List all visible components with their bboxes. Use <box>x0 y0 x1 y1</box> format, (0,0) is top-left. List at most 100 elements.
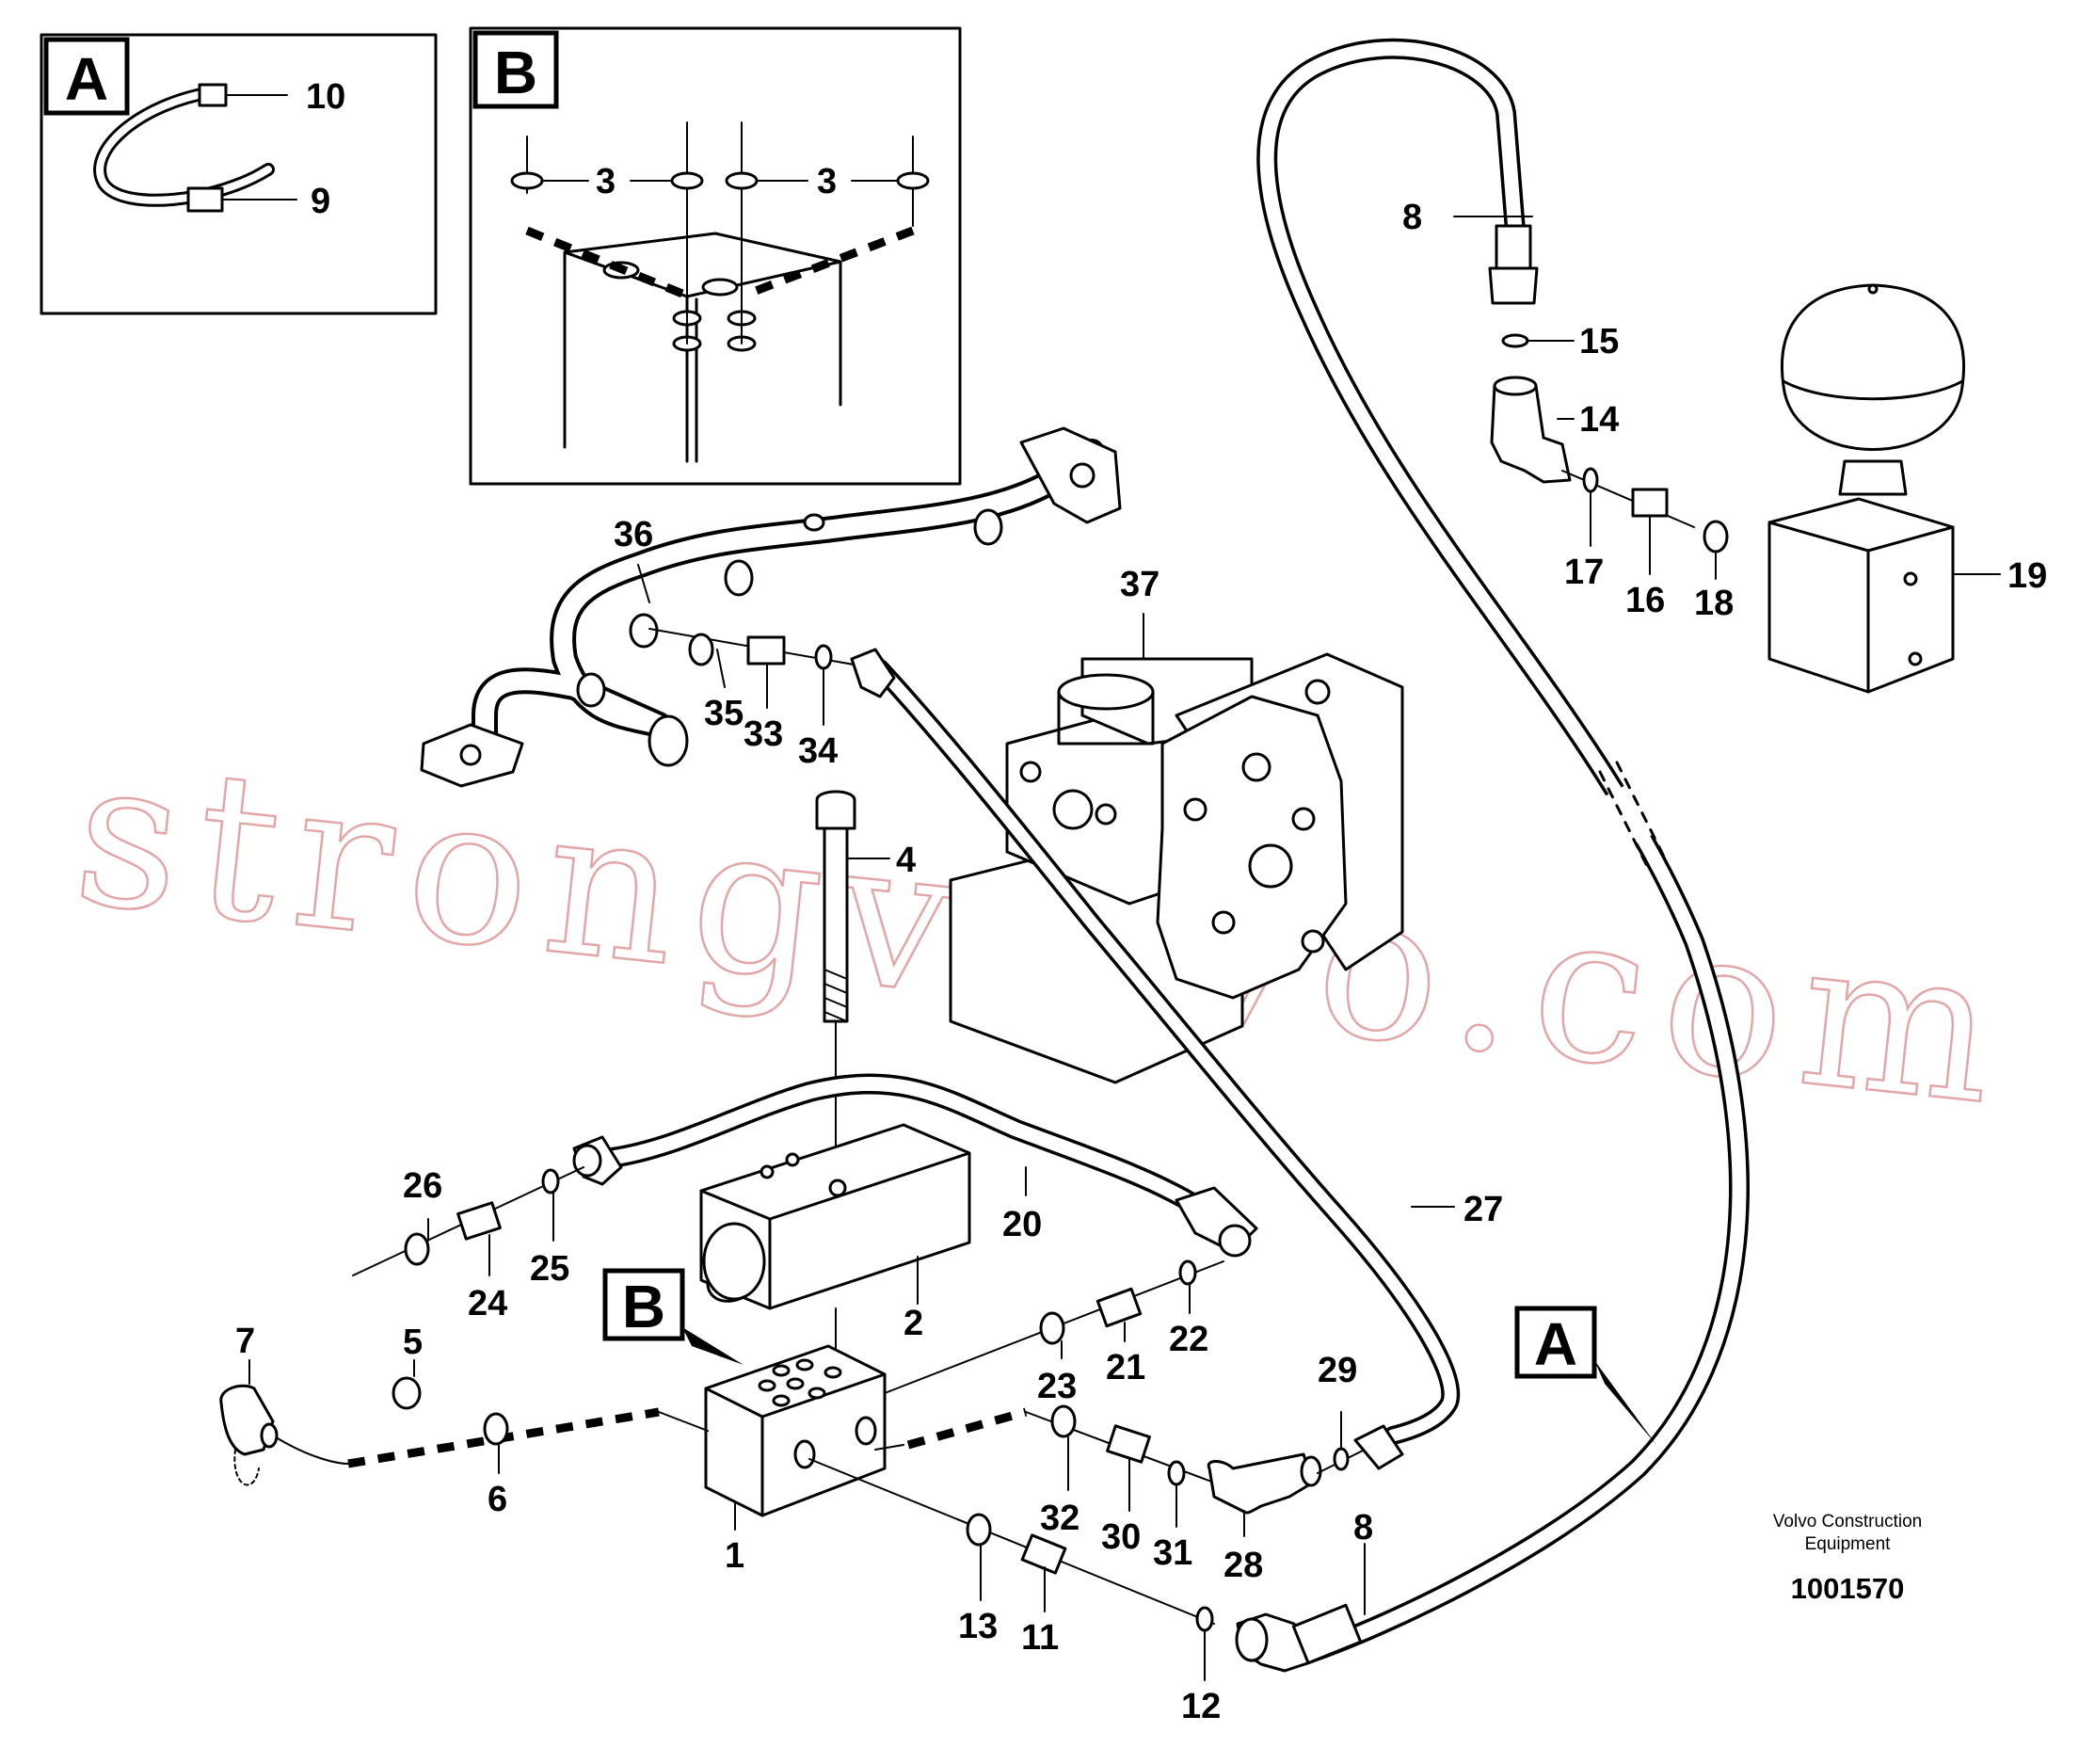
callout-2: 2 <box>904 1304 923 1343</box>
callout-23: 23 <box>1037 1367 1077 1406</box>
fitting-group-5-7 <box>219 1359 709 1486</box>
inset-a-label-box <box>43 37 130 116</box>
seal-13 <box>966 1513 992 1547</box>
inset-a: A 10 9 <box>40 33 438 315</box>
callout-4: 4 <box>896 841 916 880</box>
valve-37-cap <box>1057 673 1155 711</box>
elbow-14 <box>1490 384 1572 484</box>
inset-b-label-box <box>472 30 559 109</box>
nipple-33 <box>746 635 786 666</box>
nipple-21 <box>1095 1287 1143 1328</box>
nut-15 <box>1488 266 1539 305</box>
detail-marker-b: B <box>602 1268 744 1365</box>
callout-10: 10 <box>306 77 345 117</box>
callout-20: 20 <box>1002 1205 1042 1244</box>
callout-3-left: 3 <box>596 162 616 201</box>
cable-tie-head <box>198 83 228 107</box>
callout-21: 21 <box>1106 1348 1145 1387</box>
callout-16: 16 <box>1625 581 1665 620</box>
callout-32: 32 <box>1040 1499 1079 1538</box>
hose-8-ferrule-bottom <box>1291 1603 1363 1665</box>
callout-6: 6 <box>488 1480 507 1519</box>
block-1 <box>704 1344 887 1531</box>
nipple-30 <box>1106 1424 1151 1464</box>
o-ring-25 <box>541 1168 560 1195</box>
fitting-group-33-35 <box>648 628 876 726</box>
callout-11: 11 <box>1021 1618 1059 1658</box>
callout-14: 14 <box>1579 400 1619 440</box>
seal-6 <box>483 1412 509 1446</box>
callouts: 1 2 4 5 6 7 8 8 11 12 13 14 15 16 17 18 … <box>235 198 2047 1726</box>
valve-block-2 <box>699 1123 971 1375</box>
callout-18: 18 <box>1694 584 1734 623</box>
callout-7: 7 <box>235 1322 255 1361</box>
credit-line-1: Volvo Construction <box>1773 1512 1922 1531</box>
pipe-36 <box>420 426 1122 788</box>
seal-35 <box>688 633 714 666</box>
callout-13: 13 <box>958 1607 998 1646</box>
callout-36: 36 <box>614 515 653 554</box>
nipple-11 <box>1020 1533 1067 1575</box>
elbow-28 <box>1207 1452 1315 1515</box>
callout-17: 17 <box>1564 553 1604 592</box>
callout-35: 35 <box>704 694 744 733</box>
nipple-24 <box>456 1201 502 1241</box>
bolt-4 <box>815 790 890 1187</box>
callout-5: 5 <box>403 1323 423 1362</box>
callout-33: 33 <box>744 714 783 754</box>
callout-25: 25 <box>530 1249 569 1289</box>
callout-37: 37 <box>1120 565 1159 604</box>
detail-marker-b-label: B <box>622 1273 665 1340</box>
callout-26: 26 <box>403 1166 442 1206</box>
seal-18 <box>1703 520 1729 553</box>
callout-9: 9 <box>311 182 330 221</box>
o-ring-15 <box>1501 333 1529 348</box>
fitting-group-21-23 <box>884 1259 1224 1394</box>
fitting-group-24-26 <box>352 1166 584 1276</box>
fitting-group-11-13 <box>808 1458 1366 1681</box>
callout-27: 27 <box>1463 1190 1503 1229</box>
seal-32 <box>1050 1404 1077 1438</box>
o-ring-22 <box>1178 1259 1197 1286</box>
callout-3-right: 3 <box>817 162 837 201</box>
valve-37-gasket-plate <box>1156 695 1348 1000</box>
accumulator-group <box>1453 216 2001 694</box>
callout-12: 12 <box>1181 1687 1221 1726</box>
seal-23 <box>1039 1311 1065 1345</box>
o-ring-34 <box>814 644 833 670</box>
callout-19: 19 <box>2007 556 2047 596</box>
callout-30: 30 <box>1101 1517 1141 1557</box>
callout-24: 24 <box>468 1284 507 1323</box>
callout-28: 28 <box>1223 1546 1263 1585</box>
callout-15: 15 <box>1579 322 1619 361</box>
accumulator-19-block <box>1767 497 1955 694</box>
o-ring-29 <box>1333 1447 1350 1471</box>
plug-5 <box>392 1376 422 1410</box>
seal-26 <box>404 1232 430 1266</box>
accumulator-19-sphere <box>1781 283 1965 451</box>
callout-34: 34 <box>798 731 838 771</box>
nipple-16 <box>1631 488 1669 518</box>
o-ring-31 <box>1167 1460 1186 1486</box>
credit-line-2: Equipment <box>1805 1534 1892 1554</box>
inset-a-label: A <box>65 45 108 113</box>
callout-29: 29 <box>1318 1351 1357 1390</box>
callout-31: 31 <box>1153 1533 1192 1573</box>
fitting-group-28-32 <box>874 1404 1404 1537</box>
inset-b: B 3 3 <box>469 26 962 486</box>
drawing-number: 1001570 <box>1791 1572 1905 1605</box>
test-point-7 <box>219 1384 275 1456</box>
inset-b-label: B <box>494 39 537 106</box>
callout-8-bottom: 8 <box>1353 1508 1373 1548</box>
hose-8-ferrule <box>1495 224 1532 270</box>
cable-tie-clamp <box>186 186 224 213</box>
hose-27-nut <box>1353 1424 1404 1470</box>
hose-27-end-fitting <box>850 648 896 698</box>
o-ring-12 <box>1195 1606 1214 1632</box>
o-ring-17 <box>1582 467 1599 493</box>
callout-8-top: 8 <box>1402 198 1422 237</box>
callout-1: 1 <box>725 1536 744 1576</box>
detail-marker-a-label: A <box>1534 1310 1577 1378</box>
detail-marker-a: A <box>1514 1306 1656 1445</box>
